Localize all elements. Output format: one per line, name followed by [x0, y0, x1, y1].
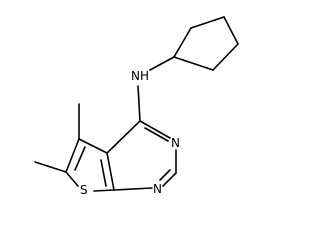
bond-c5-c6	[65, 138, 80, 173]
bond-c7a-c4a-inner	[100, 159, 107, 187]
atom-label-n3: N	[171, 136, 180, 150]
bond-cp3-cp4	[223, 16, 239, 45]
pyrimidine-ring	[106, 120, 177, 191]
bond-c6-s	[65, 171, 79, 187]
bond-c4a-c5	[78, 138, 108, 154]
thiophene-ring	[65, 138, 115, 192]
bond-c2-n1-inner	[159, 169, 171, 181]
molecule-structure: NH N N S	[34, 16, 239, 197]
bond-cp4-cp5	[212, 43, 239, 71]
bond-cp2-cp3	[190, 16, 225, 29]
bond-cp1-nh	[149, 56, 175, 71]
bond-cp5-cp1	[173, 56, 214, 71]
atom-label-nh: NH	[131, 69, 149, 83]
bond-s-c7a	[93, 189, 115, 192]
bond-c2-n1	[162, 172, 177, 187]
bond-nh-c4	[137, 85, 141, 122]
atom-label-s: S	[80, 183, 88, 197]
cyclopentyl-ring	[173, 16, 239, 71]
bond-c6-methyl	[34, 161, 67, 173]
bond-c5-c6-inner	[74, 146, 86, 171]
bond-c4-n3-inner	[144, 127, 169, 142]
atom-label-n1: N	[153, 182, 162, 196]
bond-c4-n3	[139, 120, 171, 139]
bond-n1-c7a	[113, 187, 153, 191]
bond-cp1-cp2	[173, 27, 192, 58]
bond-c7a-c4a	[106, 152, 115, 191]
bond-c4a-c4	[106, 120, 141, 154]
